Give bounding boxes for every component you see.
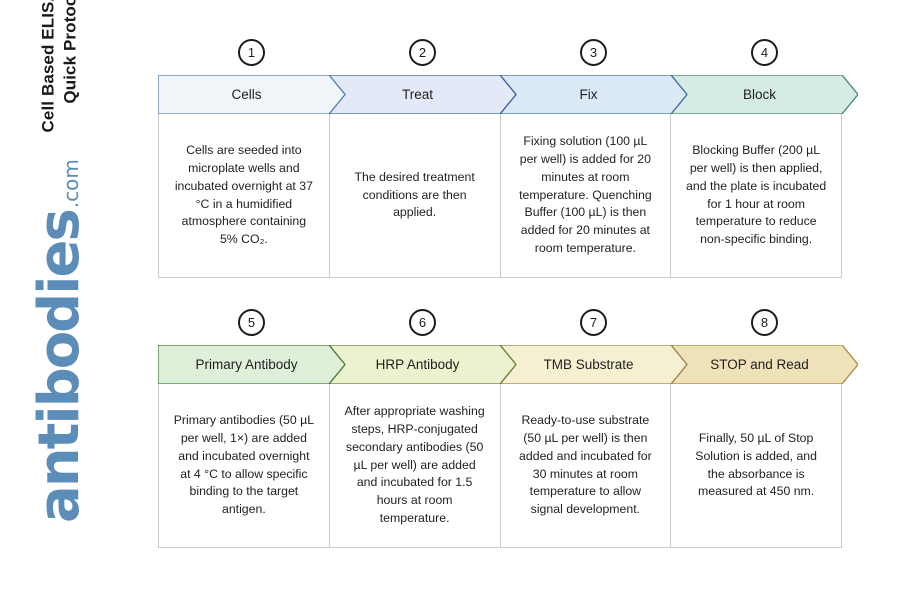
step-label-7: TMB Substrate: [543, 357, 634, 372]
step-number-badge-5: 5: [238, 309, 265, 336]
brand-name: antibodies: [27, 210, 92, 523]
step-chevron-2[interactable]: Treat: [329, 75, 516, 114]
flow-row-2: Primary Antibody HRP Antibody TMB Substrat…: [158, 345, 858, 548]
step-number-badge-8: 8: [751, 309, 778, 336]
step-label-8: STOP and Read: [710, 357, 809, 372]
step-number-badge-7: 7: [580, 309, 607, 336]
chevron-bar-2: Primary Antibody HRP Antibody TMB Substrat…: [158, 345, 858, 384]
step-chevron-5[interactable]: Primary Antibody: [158, 345, 345, 384]
step-chevron-4[interactable]: Block: [671, 75, 858, 114]
step-description-text-6: After appropriate washing steps, HRP-con…: [344, 403, 485, 526]
step-number-badge-2: 2: [409, 39, 436, 66]
brand-tld: .com: [59, 159, 83, 209]
step-description-box-8: Finally, 50 µL of Stop Solution is added…: [671, 384, 841, 547]
step-number-badge-6: 6: [409, 309, 436, 336]
step-label-6: HRP Antibody: [375, 357, 460, 372]
step-chevron-8[interactable]: STOP and Read: [671, 345, 858, 384]
flow-row-1: Cells Treat Fix Block Cells are seeded into…: [158, 75, 858, 278]
step-description-text-7: Ready-to-use substrate (50 µL per well) …: [519, 412, 652, 517]
step-chevron-7[interactable]: TMB Substrate: [500, 345, 687, 384]
step-description-text-1: Cells are seeded into microplate wells a…: [174, 142, 313, 247]
body-box-row-2: Primary antibodies (50 µL per well, 1×) …: [158, 384, 842, 548]
chevron-bar-1: Cells Treat Fix Block: [158, 75, 858, 114]
step-label-3: Fix: [579, 87, 598, 102]
body-box-row-1: Cells are seeded into microplate wells a…: [158, 114, 842, 278]
step-number-badge-4: 4: [751, 39, 778, 66]
step-description-box-6: After appropriate washing steps, HRP-con…: [330, 384, 501, 547]
step-description-text-2: The desired treatment conditions are the…: [354, 169, 475, 220]
step-label-5: Primary Antibody: [195, 357, 298, 372]
step-description-text-3: Fixing solution (100 µL per well) is add…: [519, 133, 652, 256]
step-label-4: Block: [742, 87, 776, 102]
step-description-box-5: Primary antibodies (50 µL per well, 1×) …: [159, 384, 330, 547]
step-description-box-7: Ready-to-use substrate (50 µL per well) …: [501, 384, 672, 547]
step-number-badge-1: 1: [238, 39, 265, 66]
step-label-1: Cells: [231, 87, 262, 102]
step-label-2: Treat: [401, 87, 433, 102]
step-description-text-5: Primary antibodies (50 µL per well, 1×) …: [173, 412, 315, 517]
step-description-text-4: Blocking Buffer (200 µL per well) is the…: [686, 142, 827, 247]
step-chevron-3[interactable]: Fix: [500, 75, 687, 114]
step-description-box-3: Fixing solution (100 µL per well) is add…: [501, 114, 672, 277]
step-description-box-4: Blocking Buffer (200 µL per well) is the…: [671, 114, 841, 277]
brand-logo: antibodies .com: [27, 159, 92, 523]
step-number-badge-3: 3: [580, 39, 607, 66]
step-chevron-1[interactable]: Cells: [158, 75, 345, 114]
page-title: Cell Based ELISA Kits Quick Protocol: [38, 0, 80, 133]
step-description-text-8: Finally, 50 µL of Stop Solution is added…: [695, 430, 817, 499]
step-description-box-1: Cells are seeded into microplate wells a…: [159, 114, 330, 277]
step-chevron-6[interactable]: HRP Antibody: [329, 345, 516, 384]
step-description-box-2: The desired treatment conditions are the…: [330, 114, 501, 277]
